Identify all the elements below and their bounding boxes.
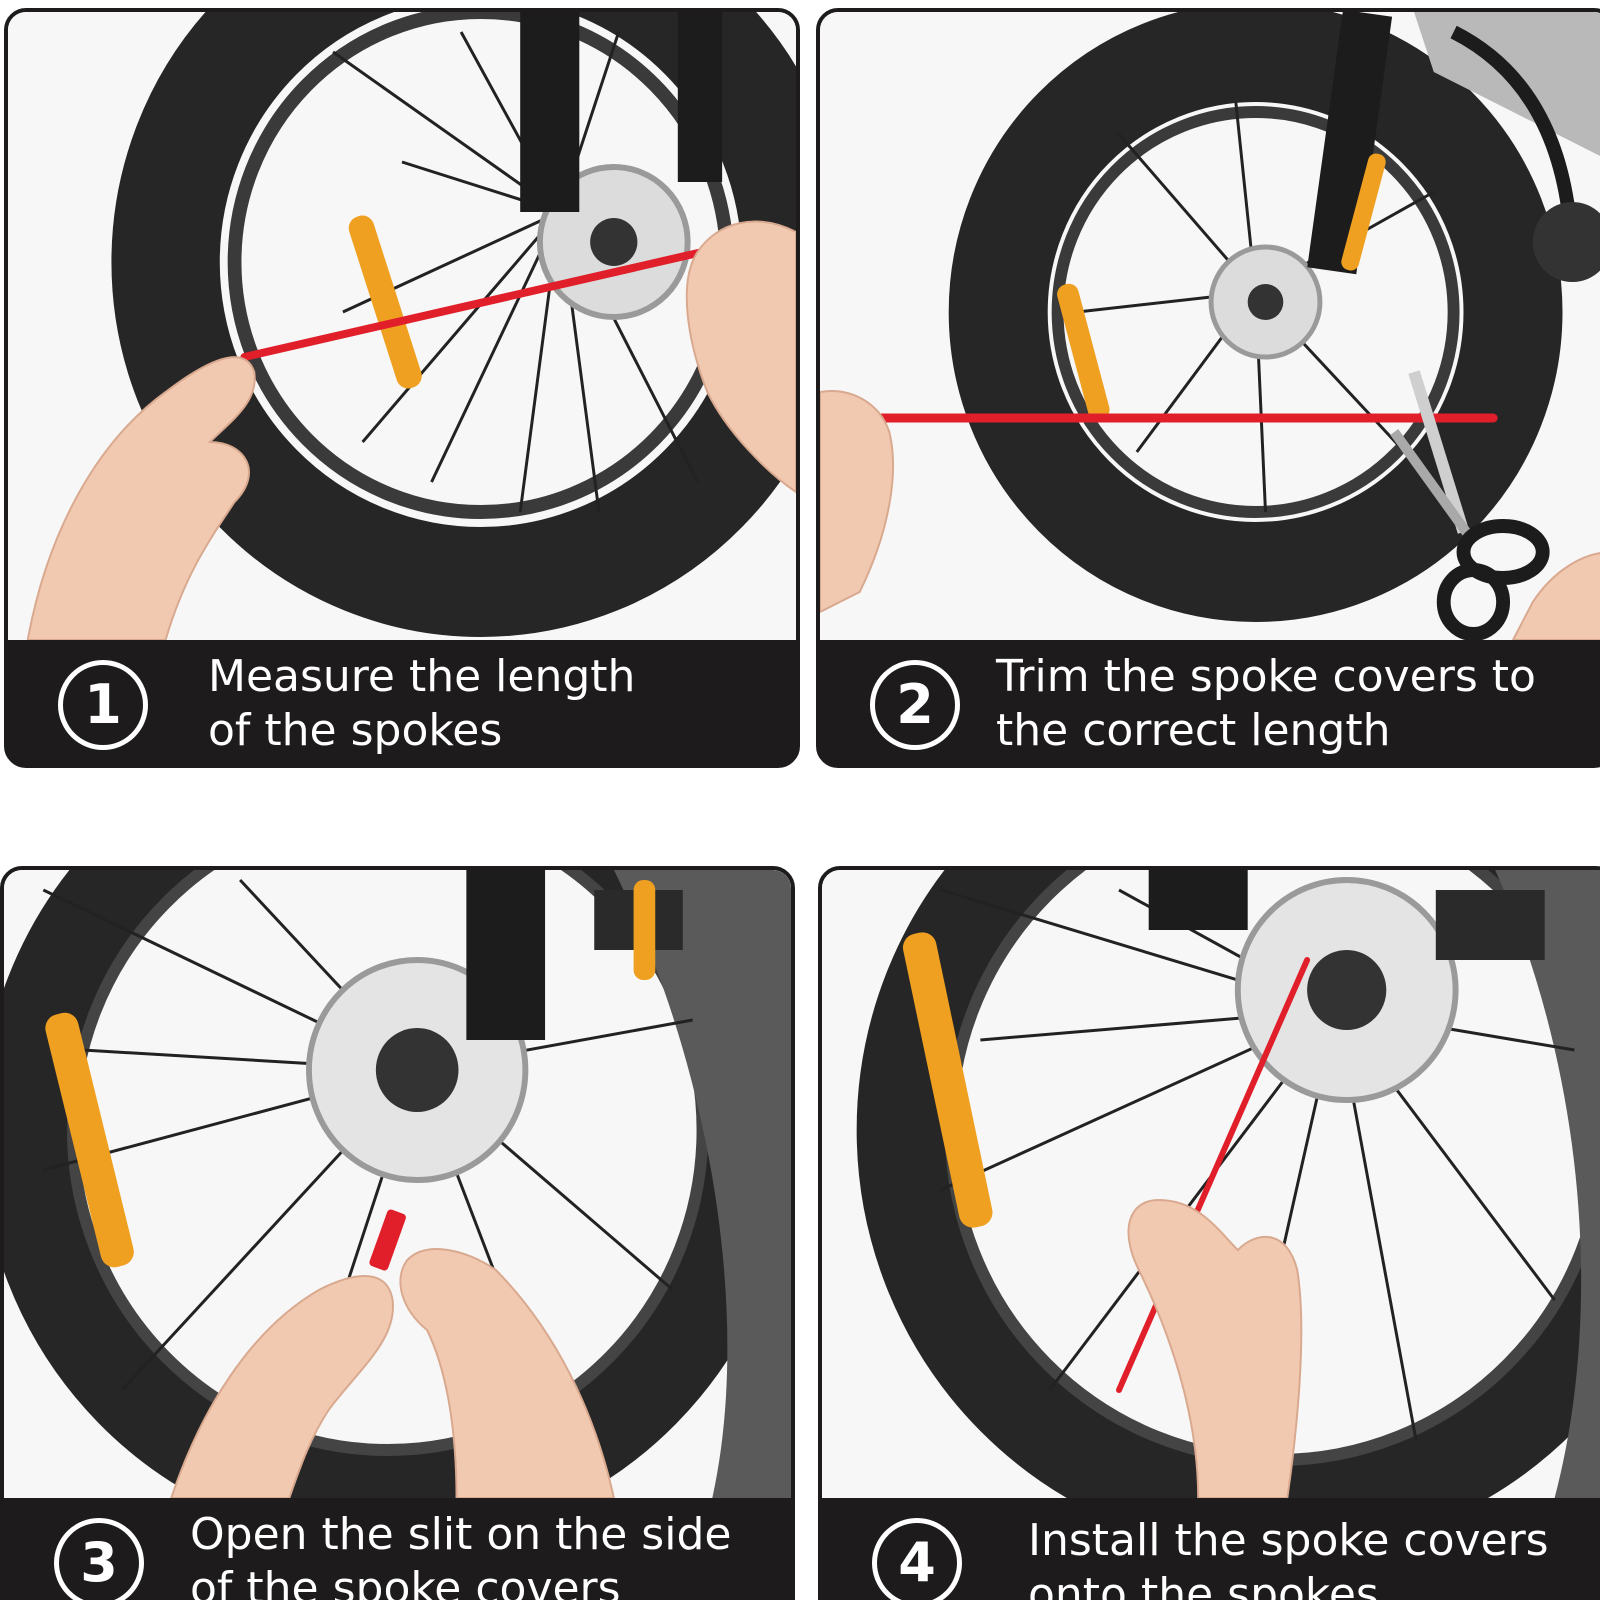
step-4-caption: Install the spoke covers onto the spokes bbox=[1028, 1515, 1549, 1600]
hand-left-icon bbox=[820, 390, 894, 614]
hand-right-icon bbox=[399, 1248, 615, 1498]
step-3-caption-bar: 3 Open the slit on the side of the spoke… bbox=[4, 1498, 791, 1600]
bike-wheel-icon bbox=[4, 870, 791, 1498]
step-2-caption: Trim the spoke covers to the correct len… bbox=[996, 651, 1536, 756]
step-3-number-badge: 3 bbox=[54, 1518, 144, 1600]
step-3-illustration bbox=[4, 870, 791, 1498]
step-panel-1: 1 Measure the length of the spokes bbox=[4, 8, 800, 768]
reflector-icon bbox=[45, 880, 656, 1268]
step-4-illustration bbox=[822, 870, 1600, 1498]
step-3-caption: Open the slit on the side of the spoke c… bbox=[190, 1509, 732, 1600]
reflector-icon bbox=[348, 215, 422, 389]
step-1-illustration bbox=[8, 12, 796, 640]
step-2-illustration bbox=[820, 12, 1600, 640]
step-2-caption-bar: 2 Trim the spoke covers to the correct l… bbox=[820, 640, 1600, 764]
step-panel-3: 3 Open the slit on the side of the spoke… bbox=[0, 866, 795, 1600]
step-4-number-badge: 4 bbox=[872, 1518, 962, 1600]
spoke-cover-icon bbox=[240, 248, 707, 361]
step-4-photo bbox=[822, 870, 1600, 1498]
spoke-cover-icon bbox=[369, 1209, 406, 1271]
hand-right-icon bbox=[1511, 552, 1600, 640]
hand-left-icon bbox=[26, 356, 256, 640]
hand-left-icon bbox=[170, 1275, 394, 1498]
hand-right-icon bbox=[685, 220, 796, 494]
step-1-caption: Measure the length of the spokes bbox=[208, 651, 636, 756]
step-panel-4: 4 Install the spoke covers onto the spok… bbox=[818, 866, 1600, 1600]
bike-wheel-icon bbox=[948, 12, 1600, 622]
scissors-icon bbox=[1390, 370, 1550, 640]
step-4-caption-bar: 4 Install the spoke covers onto the spok… bbox=[822, 1498, 1600, 1600]
step-3-photo bbox=[4, 870, 791, 1498]
step-2-number-badge: 2 bbox=[870, 660, 960, 750]
reflector-icon bbox=[1057, 153, 1386, 421]
step-1-caption-bar: 1 Measure the length of the spokes bbox=[8, 640, 796, 764]
step-1-number-badge: 1 bbox=[58, 660, 148, 750]
step-2-photo bbox=[820, 12, 1600, 640]
bike-wheel-icon bbox=[111, 12, 796, 637]
spoke-cover-icon bbox=[1116, 957, 1311, 1393]
step-panel-2: 2 Trim the spoke covers to the correct l… bbox=[816, 8, 1600, 768]
hand-icon bbox=[1127, 1198, 1303, 1498]
step-1-photo bbox=[8, 12, 796, 640]
reflector-icon bbox=[902, 932, 993, 1228]
